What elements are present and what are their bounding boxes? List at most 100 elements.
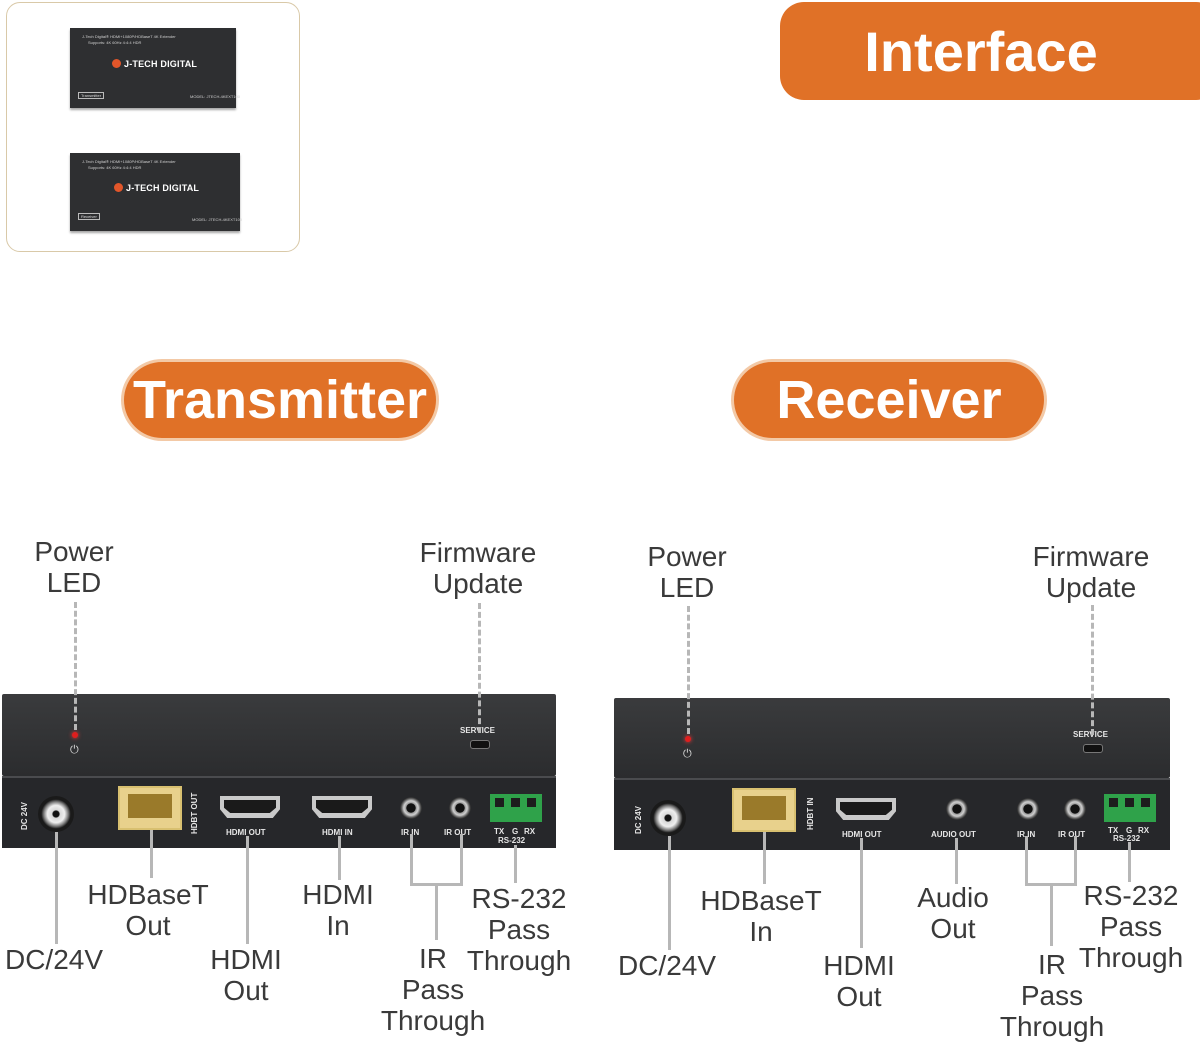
receiver-rs232-terminal[interactable] [1104, 794, 1156, 822]
tx-firmware-leader [478, 603, 481, 733]
receiver-rs-rx-label: RX [1138, 826, 1150, 835]
tx-hdmi-out-leader [246, 836, 249, 944]
thumbnail-brand: J-TECH DIGITAL [126, 183, 200, 193]
thumbnail-receiver-supports: Supports: 4K 60Hz 4:4:4 HDR [88, 165, 142, 170]
receiver-top-panel [614, 698, 1170, 778]
transmitter-dc-label: DC 24V [20, 801, 29, 830]
receiver-service-label: SERVICE [1073, 730, 1108, 739]
thumbnail-brand-logo-2: J-TECH DIGITAL [114, 183, 199, 193]
receiver-audio-out-label: AUDIO OUT [931, 830, 976, 839]
tx-ir-stem [435, 884, 438, 940]
transmitter-ir-out-label: IR OUT [444, 828, 472, 837]
receiver-hdbaset-port[interactable] [732, 788, 796, 832]
thumbnail-brand: J-TECH DIGITAL [124, 59, 198, 69]
transmitter-hdmi-out-label: HDMI OUT [226, 828, 266, 837]
receiver-service-port[interactable] [1083, 744, 1103, 753]
transmitter-hdmi-in-port[interactable] [312, 796, 372, 818]
rx-ir-stem [1050, 884, 1053, 946]
receiver-rs-tx-label: TX [1108, 826, 1119, 835]
transmitter-service-port[interactable] [470, 740, 490, 749]
tx-dc-label: DC/24V [4, 944, 104, 975]
transmitter-top-panel [2, 694, 556, 776]
thumbnail-receiver-tag: Receiver [78, 213, 100, 220]
receiver-ir-out-jack[interactable] [1064, 798, 1086, 820]
transmitter-rs-rx-label: RX [524, 827, 536, 836]
transmitter-power-icon: ⏻ [70, 744, 79, 756]
tx-rs232-leader [514, 845, 517, 883]
thumbnail-receiver-desc: J-Tech Digital® HDMI+1080P/HDBaseT 4K Ex… [82, 159, 176, 164]
interface-title: Interface [780, 2, 1200, 100]
receiver-dc-jack[interactable] [650, 800, 686, 836]
rx-hdbaset-leader [763, 832, 766, 884]
receiver-ir-out-label: IR OUT [1058, 830, 1086, 839]
tx-ir-in-leader [410, 834, 413, 884]
rx-dc-label: DC/24V [617, 950, 717, 981]
product-thumbnail-card: J-Tech Digital® HDMI+1080P/HDBaseT 4K Ex… [6, 2, 300, 252]
receiver-ir-in-label: IR IN [1017, 830, 1036, 839]
receiver-hdmi-out-port[interactable] [836, 798, 896, 820]
tx-ir-out-leader [460, 834, 463, 884]
transmitter-hdmi-out-port[interactable] [220, 796, 280, 818]
tx-hdbaset-leader [150, 830, 153, 878]
tx-power-leader [74, 602, 77, 730]
transmitter-ir-in-label: IR IN [401, 828, 420, 837]
thumbnail-transmitter-desc: J-Tech Digital® HDMI+1080P/HDBaseT 4K Ex… [82, 34, 176, 39]
receiver-thumbnail: J-Tech Digital® HDMI+1080P/HDBaseT 4K Ex… [70, 153, 243, 231]
transmitter-rs232-label: RS-232 [498, 836, 526, 845]
brand-mark-icon [114, 183, 123, 192]
receiver-ir-in-jack[interactable] [1017, 798, 1039, 820]
transmitter-power-led [72, 732, 78, 738]
receiver-rs232-label: RS-232 [1113, 834, 1141, 843]
receiver-audio-out-jack[interactable] [946, 798, 968, 820]
rx-rs232-leader [1128, 842, 1131, 882]
rx-ir-in-leader [1025, 836, 1028, 884]
receiver-power-led [685, 736, 691, 742]
receiver-rs-g-label: G [1126, 826, 1133, 835]
rx-dc-leader [668, 836, 671, 950]
transmitter-front-panel [2, 776, 556, 848]
thumbnail-transmitter-supports: Supports: 4K 60Hz 4:4:4 HDR [88, 40, 142, 45]
rx-audio-out-leader [955, 838, 958, 884]
thumbnail-transmitter-tag: Transmitter [78, 92, 105, 99]
thumbnail-receiver-model: MODEL: JTECH-4KEXT100 [192, 217, 243, 222]
receiver-title: Receiver [734, 362, 1044, 438]
rx-firmware-leader [1091, 605, 1094, 735]
transmitter-ir-out-jack[interactable] [449, 797, 471, 819]
receiver-hdmi-out-label: HDMI OUT [842, 830, 882, 839]
tx-dc-leader [55, 832, 58, 944]
tx-hdmi-in-leader [338, 836, 341, 880]
rx-hdmi-out-leader [860, 838, 863, 948]
transmitter-rs-tx-label: TX [494, 827, 505, 836]
transmitter-ir-in-jack[interactable] [400, 797, 422, 819]
rx-ir-out-leader [1074, 836, 1077, 884]
transmitter-hdmi-in-label: HDMI IN [322, 828, 353, 837]
transmitter-rs232-terminal[interactable] [490, 794, 542, 822]
receiver-hdbt-label: HDBT IN [806, 797, 815, 830]
brand-mark-icon [112, 59, 121, 68]
transmitter-title: Transmitter [124, 362, 436, 438]
transmitter-service-label: SERVICE [460, 726, 495, 735]
transmitter-thumbnail: J-Tech Digital® HDMI+1080P/HDBaseT 4K Ex… [70, 28, 240, 108]
receiver-dc-label: DC 24V [634, 805, 643, 834]
transmitter-hdbt-label: HDBT OUT [190, 792, 199, 834]
transmitter-dc-jack[interactable] [38, 796, 74, 832]
transmitter-hdbaset-port[interactable] [118, 786, 182, 830]
rx-power-leader [687, 606, 690, 734]
thumbnail-transmitter-model: MODEL: JTECH-4KEXT100 [190, 94, 241, 99]
thumbnail-brand-logo: J-TECH DIGITAL [112, 59, 197, 69]
receiver-power-icon: ⏻ [683, 748, 692, 760]
